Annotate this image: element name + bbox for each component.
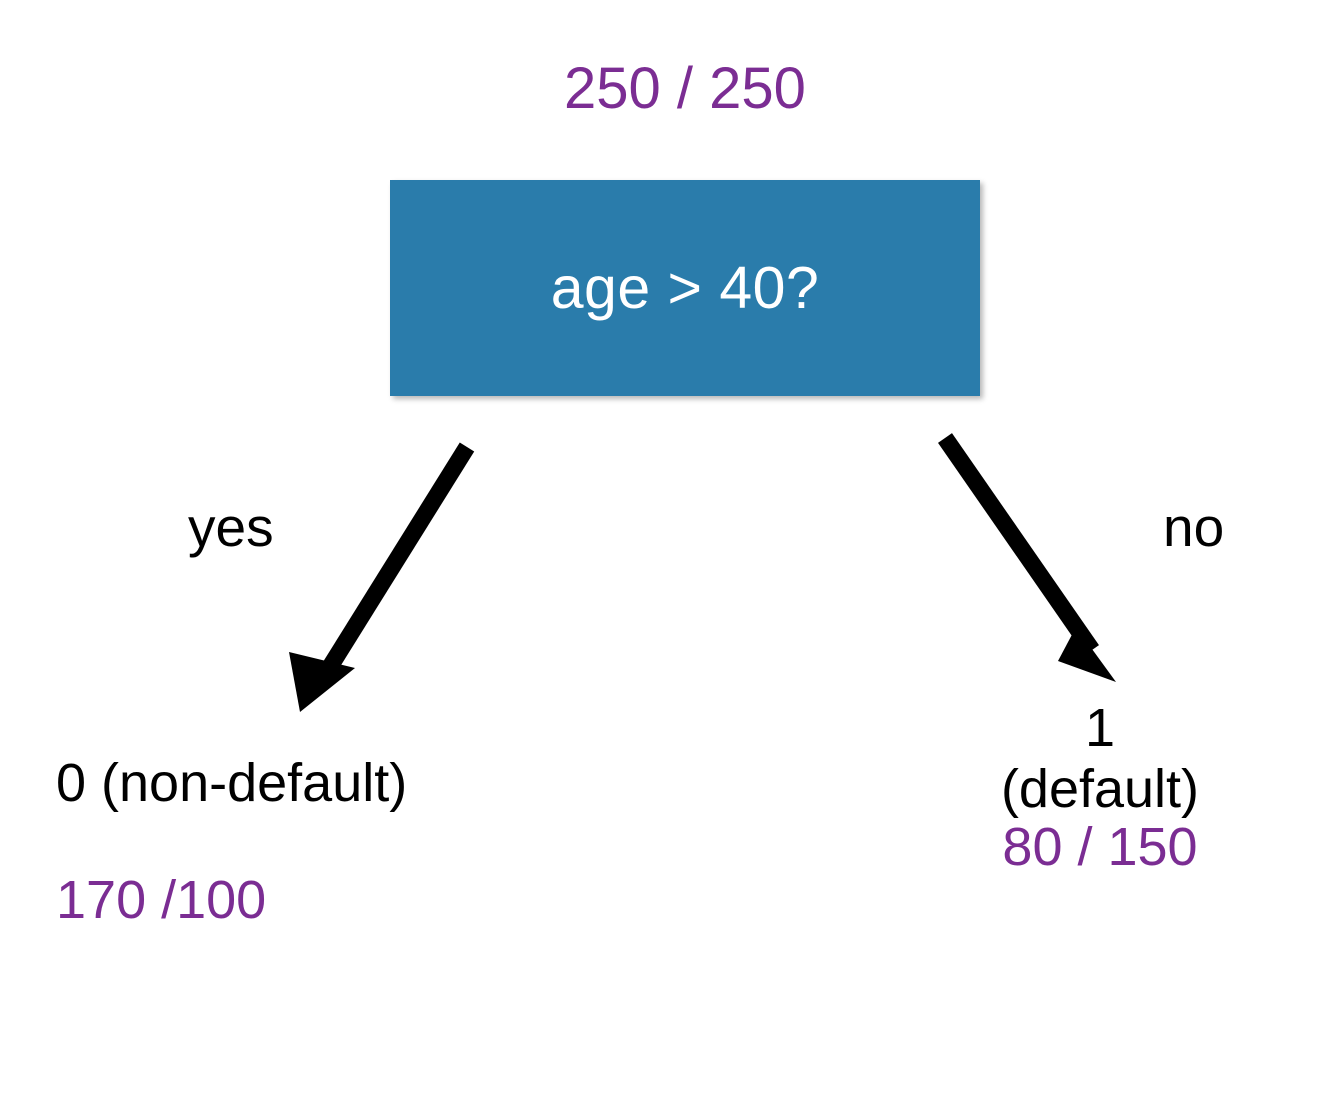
leaf-right-class-name: (default) — [1000, 758, 1200, 819]
leaf-right-count-label: 80 / 150 — [1002, 817, 1198, 878]
edge-label-yes: yes — [188, 496, 274, 558]
root-count-label: 250 / 250 — [564, 56, 806, 121]
leaf-node-left[interactable]: 0 (non-default) 170 /100 — [56, 752, 616, 931]
leaf-left-class-label: 0 (non-default) — [56, 753, 408, 813]
edge-arrow-yes — [289, 442, 475, 712]
leaf-right-class-value: 1 — [1084, 698, 1116, 758]
edge-label-no: no — [1163, 496, 1225, 558]
leaf-node-right[interactable]: 1 (default) 80 / 150 — [930, 700, 1270, 876]
root-condition-text: age > 40? — [550, 255, 820, 321]
edge-arrow-no — [938, 433, 1116, 682]
root-decision-node[interactable]: age > 40? — [390, 180, 980, 396]
leaf-left-count-label: 170 /100 — [56, 870, 267, 930]
